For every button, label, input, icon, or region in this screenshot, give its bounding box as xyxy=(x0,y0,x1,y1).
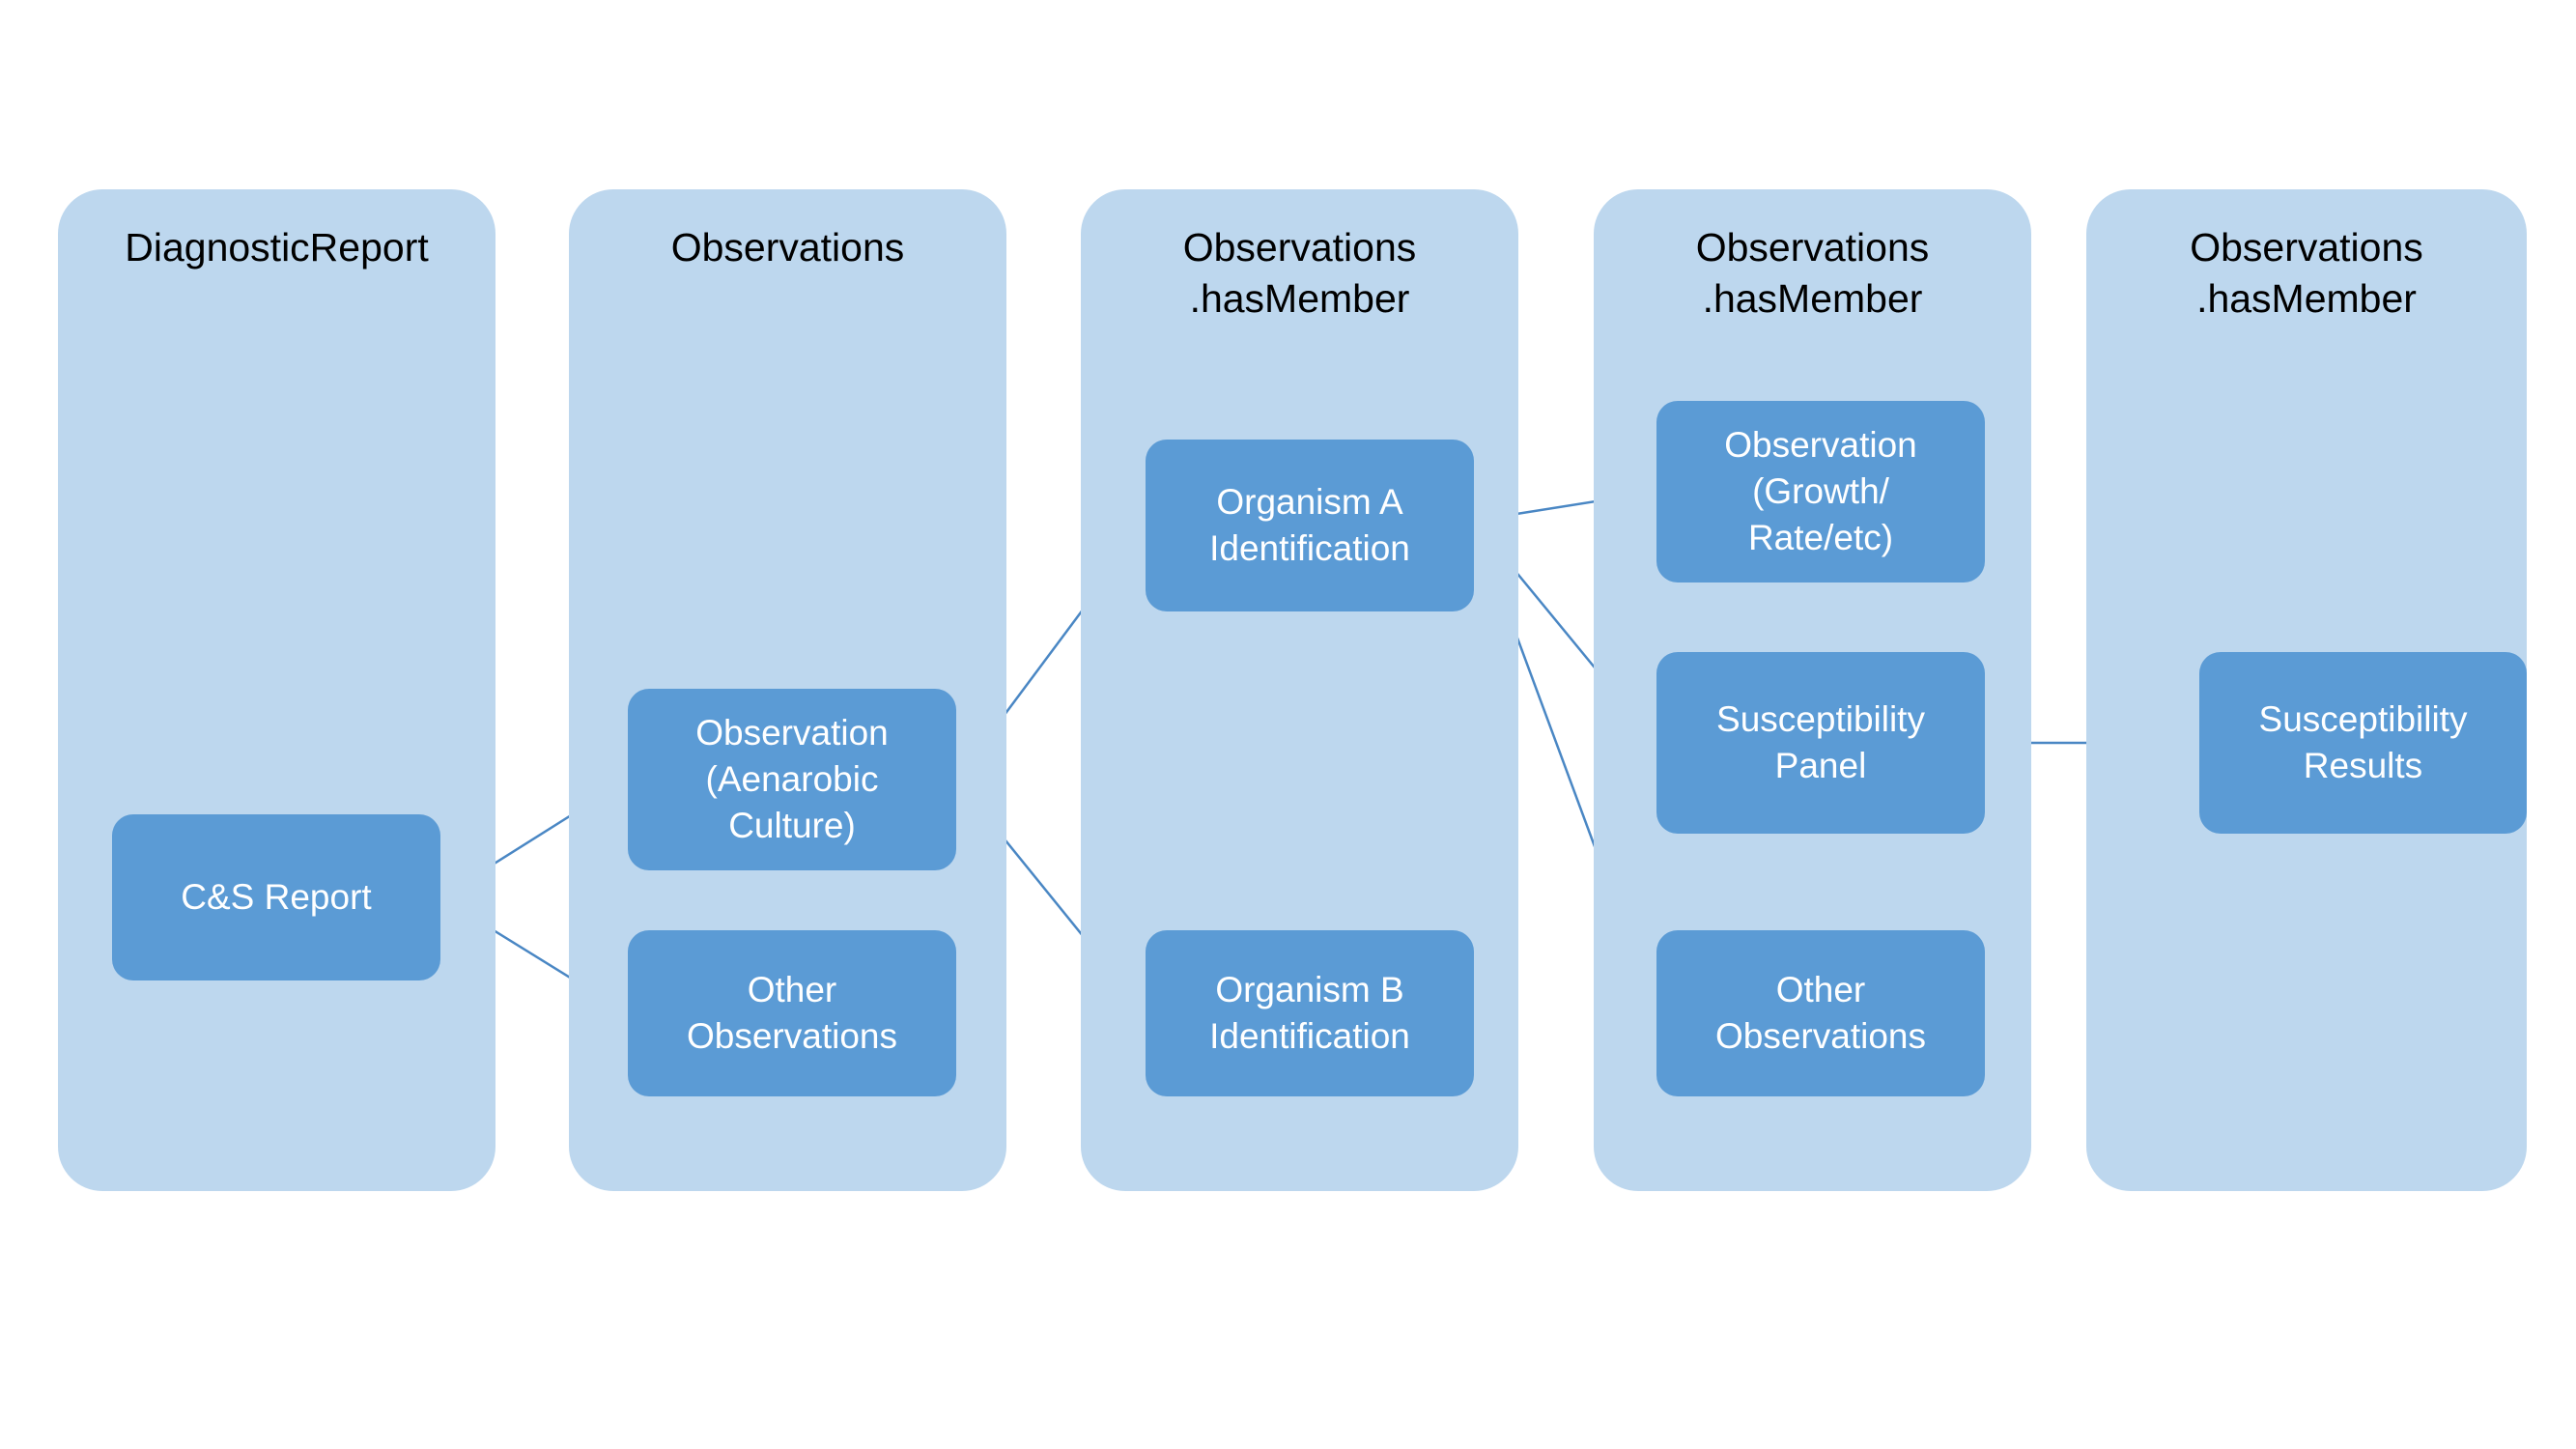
col-diagnosticreport: DiagnosticReport xyxy=(58,189,495,1191)
node-organism-b-identification[interactable]: Organism B Identification xyxy=(1146,930,1474,1096)
node-other-observations-col2[interactable]: Other Observations xyxy=(628,930,956,1096)
node-cs-report[interactable]: C&S Report xyxy=(112,814,440,980)
col-diagnosticreport-title: DiagnosticReport xyxy=(125,225,429,270)
col-observations-title: Observations xyxy=(670,225,905,270)
col-observations-hasmember-2-title: Observations .hasMember xyxy=(1695,225,1930,321)
node-other-observations-col4[interactable]: Other Observations xyxy=(1656,930,1985,1096)
node-organism-a-identification[interactable]: Organism A Identification xyxy=(1146,440,1474,611)
col-observations-hasmember-1-title: Observations .hasMember xyxy=(1182,225,1417,321)
node-observation-aenarobic-culture[interactable]: Observation (Aenarobic Culture) xyxy=(628,689,956,870)
col-observations-hasmember-3-title: Observations .hasMember xyxy=(2190,225,2423,321)
node-observation-growth-rate[interactable]: Observation (Growth/ Rate/etc) xyxy=(1656,401,1985,582)
node-susceptibility-results[interactable]: Susceptibility Results xyxy=(2199,652,2527,834)
node-susceptibility-panel[interactable]: Susceptibility Panel xyxy=(1656,652,1985,834)
